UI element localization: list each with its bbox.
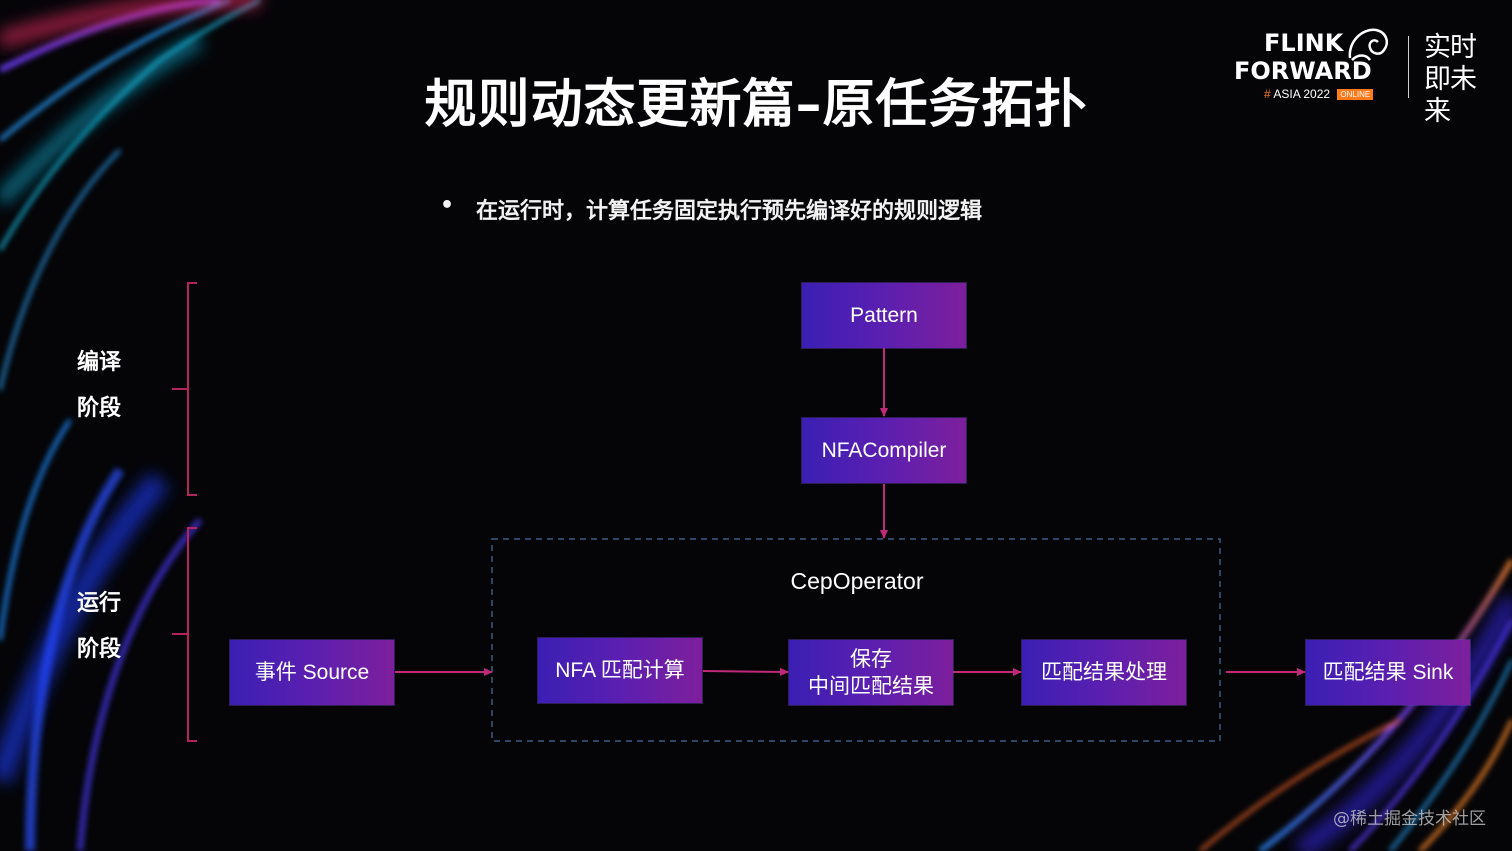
logo-line-forward: FORWARD	[1234, 57, 1372, 85]
compile-stage-label: 编译 阶段	[77, 340, 121, 432]
squirrel-icon	[1348, 28, 1388, 61]
node-event-source: 事件 Source	[230, 640, 394, 705]
node-match-sink: 匹配结果 Sink	[1306, 640, 1470, 705]
save-line2: 中间匹配结果	[808, 674, 934, 698]
compile-stage-line1: 编译	[77, 350, 122, 375]
arrow-nfa-to-save	[702, 667, 789, 676]
logo-divider	[1408, 36, 1409, 98]
cep-operator-container	[491, 538, 1221, 742]
compile-stage-line2: 阶段	[77, 396, 122, 421]
logo-year-text: ASIA 2022	[1273, 87, 1331, 101]
flink-forward-logo: FLINK FORWARD # ASIA 2022 ONLINE 实时即未来	[1232, 24, 1492, 127]
logo-year: # ASIA 2022 ONLINE	[1264, 87, 1374, 101]
logo-tagline: 实时即未来	[1424, 32, 1477, 127]
slide-title: 规则动态更新篇–原任务拓扑	[424, 75, 1088, 135]
runtime-stage-label: 运行 阶段	[77, 581, 121, 673]
node-pattern: Pattern	[802, 283, 966, 348]
logo-line-flink: FLINK	[1264, 29, 1344, 57]
bullet-text: 在运行时，计算任务固定执行预先编译好的规则逻辑	[476, 199, 983, 224]
node-nfa-compiler: NFACompiler	[802, 418, 966, 483]
watermark: @稀土掘金技术社区	[1333, 809, 1486, 829]
runtime-stage-bracket	[172, 527, 197, 742]
compile-stage-bracket	[172, 282, 197, 496]
logo-hash: #	[1264, 87, 1271, 101]
runtime-stage-line1: 运行	[77, 591, 122, 616]
node-match-process: 匹配结果处理	[1022, 640, 1186, 705]
node-save-partial-matches: 保存 中间匹配结果	[789, 640, 953, 705]
runtime-stage-line2: 阶段	[77, 637, 122, 662]
node-nfa-match: NFA 匹配计算	[538, 638, 702, 703]
logo-online-badge: ONLINE	[1337, 89, 1374, 101]
bullet-marker: •	[440, 193, 455, 218]
save-line1: 保存	[850, 647, 892, 671]
cep-operator-label: CepOperator	[790, 568, 924, 594]
